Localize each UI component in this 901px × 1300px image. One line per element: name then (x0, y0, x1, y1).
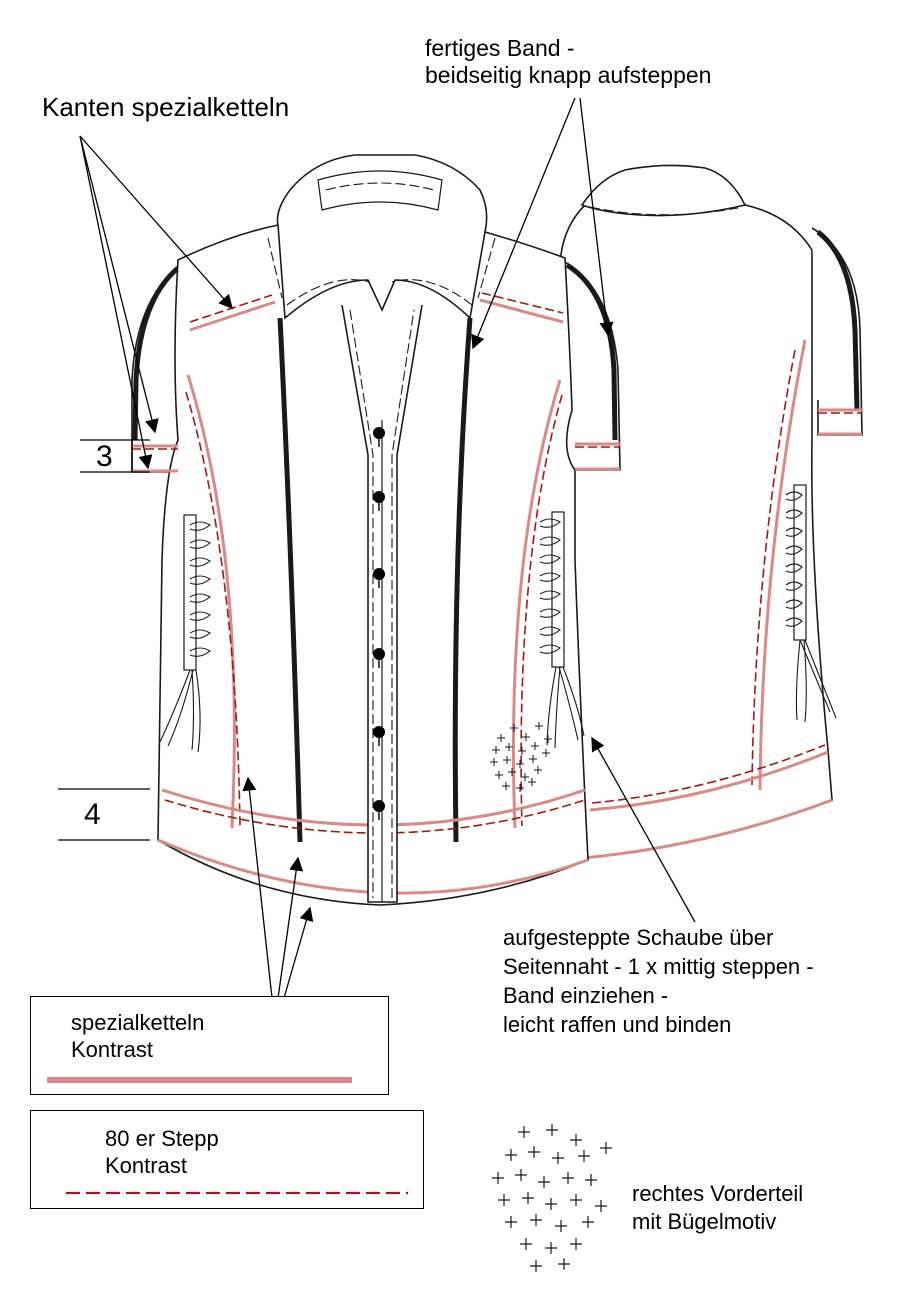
front-motif (490, 722, 552, 792)
legend-band-text: spezialketteln Kontrast (71, 1009, 204, 1063)
sleeve-hem-dimension: 3 (96, 440, 113, 473)
band-annotation-line-2: beidseitig knapp aufsteppen (425, 62, 712, 88)
front-view (131, 154, 621, 906)
schaube-annotation-line-4: leicht raffen und binden (503, 1012, 732, 1037)
back-view (556, 164, 863, 862)
motif-annotation: rechtes Vorderteil mit Bügelmotiv (632, 1180, 803, 1236)
legend-stitch-box: 80 er Stepp Kontrast (30, 1110, 424, 1209)
schaube-annotation-line-1: aufgesteppte Schaube über (503, 925, 774, 950)
front-right-sleeve-band (565, 262, 618, 441)
dimension-lines (58, 439, 150, 841)
legend-stitch-line-1: 80 er Stepp (105, 1126, 219, 1151)
legend-band-box: spezialketteln Kontrast (30, 996, 389, 1095)
band-annotation-line-1: fertiges Band - (425, 35, 575, 61)
schaube-annotation: aufgesteppte Schaube über Seitennaht - 1… (503, 923, 814, 1039)
back-sleeve-band (816, 230, 860, 411)
front-band-right (452, 317, 473, 843)
front-princess-seam-left (186, 374, 236, 829)
front-band-left (277, 317, 303, 843)
motif-annotation-line-2: mit Bügelmotiv (632, 1209, 777, 1234)
legend-stitch-text: 80 er Stepp Kontrast (105, 1125, 219, 1179)
motif-annotation-line-1: rechtes Vorderteil (632, 1181, 804, 1206)
front-yoke-right (479, 298, 564, 324)
cross-stitch-motif-icon (492, 1124, 612, 1272)
schaube-annotation-line-2: Seitennaht - 1 x mittig steppen - (503, 954, 814, 979)
front-yoke-left (189, 300, 276, 332)
leader-arrows (79, 97, 696, 999)
body-hem-dimension: 4 (84, 798, 101, 831)
back-lacing-loops (785, 491, 803, 627)
front-left-sleeve-band (132, 266, 180, 441)
front-left-lacing-loops (189, 521, 211, 657)
back-collar (580, 164, 747, 217)
front-right-lacing-loops (539, 518, 561, 654)
legend-stitch-line-2: Kontrast (105, 1153, 187, 1178)
legend-band-line-1: spezialketteln (71, 1010, 205, 1035)
back-princess-seam (758, 339, 807, 791)
front-princess-seam-right (511, 379, 562, 829)
band-annotation: fertiges Band - beidseitig knapp aufstep… (425, 35, 711, 89)
schaube-annotation-line-3: Band einziehen - (503, 983, 669, 1008)
edges-annotation: Kanten spezialketteln (42, 92, 290, 122)
back-hem-band (589, 750, 829, 812)
button-icon (373, 427, 385, 812)
legend-band-line-2: Kontrast (71, 1037, 153, 1062)
